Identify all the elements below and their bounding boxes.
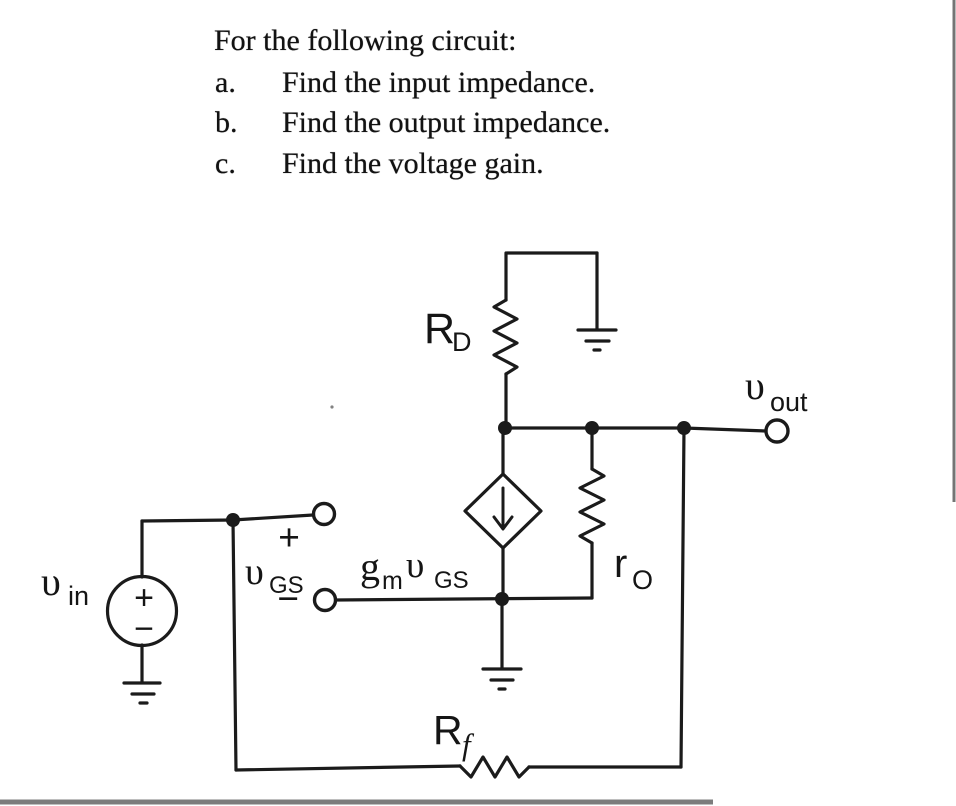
label-ro-sub: O bbox=[632, 565, 653, 595]
label-vin-base: υ bbox=[41, 559, 61, 604]
source-plus-sign: + bbox=[134, 579, 154, 617]
output-resistance bbox=[578, 426, 606, 600]
output-terminal-icon bbox=[764, 418, 790, 444]
resistor-zigzag bbox=[458, 755, 531, 779]
item-text: Find the output impedance. bbox=[282, 106, 611, 139]
label-vin-sub: in bbox=[68, 581, 89, 611]
problem-item-b: b. Find the output impedance. bbox=[215, 106, 610, 140]
label-rf: R f bbox=[433, 707, 475, 762]
problem-title: For the following circuit: bbox=[214, 24, 517, 57]
source-minus-sign: − bbox=[134, 610, 154, 648]
left-feedback-wire bbox=[231, 518, 238, 772]
label-rd-sub: D bbox=[452, 327, 472, 357]
label-vgs-base: υ bbox=[245, 551, 264, 593]
source-terminal-icon bbox=[312, 587, 338, 613]
dependent-current-source bbox=[463, 426, 543, 600]
right-feedback-wire bbox=[679, 426, 686, 769]
drain-resistor bbox=[492, 251, 599, 430]
label-vout-sub: out bbox=[770, 387, 808, 417]
label-vgs-minus: − bbox=[277, 578, 299, 619]
problem-item-c: c. Find the voltage gain. bbox=[215, 147, 544, 181]
label-gm-base: g bbox=[360, 544, 380, 589]
arrow-head-icon bbox=[492, 515, 514, 531]
junction-dot bbox=[585, 421, 599, 435]
junction-dot bbox=[226, 513, 240, 527]
label-gmvgs: g m υ GS bbox=[360, 544, 469, 595]
feedback-resistor bbox=[234, 755, 683, 779]
resistor-zigzag bbox=[492, 298, 519, 376]
input-voltage-source: + − bbox=[105, 519, 179, 684]
item-letter: c. bbox=[215, 147, 236, 180]
resistor-zigzag bbox=[578, 467, 606, 545]
label-vgs-sub: GS bbox=[269, 572, 304, 599]
junction-dot bbox=[677, 421, 691, 435]
gate-wire bbox=[140, 518, 235, 523]
problem-item-a: a. Find the input impedance. bbox=[215, 66, 595, 100]
ground-icon bbox=[576, 328, 618, 352]
ground-icon bbox=[481, 667, 523, 691]
item-letter: b. bbox=[215, 106, 238, 139]
scan-speck bbox=[330, 405, 334, 409]
label-vout: υ out bbox=[745, 363, 808, 417]
label-gm-sub: m bbox=[382, 567, 403, 595]
label-rd: R D bbox=[424, 305, 472, 357]
label-ro: r O bbox=[614, 542, 653, 595]
ground-icon bbox=[122, 681, 162, 705]
label-vout-base: υ bbox=[745, 363, 765, 408]
item-text: Find the voltage gain. bbox=[282, 147, 544, 180]
label-vgs: + υ GS − bbox=[245, 517, 304, 619]
label-gmvgs-v: υ bbox=[406, 545, 424, 586]
item-letter: a. bbox=[215, 66, 236, 99]
gate-wire bbox=[231, 513, 315, 522]
label-rf-sub: f bbox=[462, 727, 475, 762]
label-vin: υ in bbox=[41, 559, 89, 611]
junction-dot bbox=[495, 592, 509, 606]
wire bbox=[234, 764, 462, 772]
junction-dot bbox=[498, 421, 512, 435]
label-rd-base: R bbox=[424, 305, 455, 353]
label-rf-base: R bbox=[433, 707, 463, 753]
item-text: Find the input impedance. bbox=[282, 66, 596, 99]
gate-terminal-icon bbox=[311, 501, 337, 527]
label-ro-base: r bbox=[614, 542, 627, 586]
source-node-wire bbox=[334, 596, 594, 602]
label-gmvgs-vsub: GS bbox=[434, 567, 469, 594]
label-vgs-plus: + bbox=[278, 517, 300, 558]
output-wire bbox=[682, 426, 768, 433]
